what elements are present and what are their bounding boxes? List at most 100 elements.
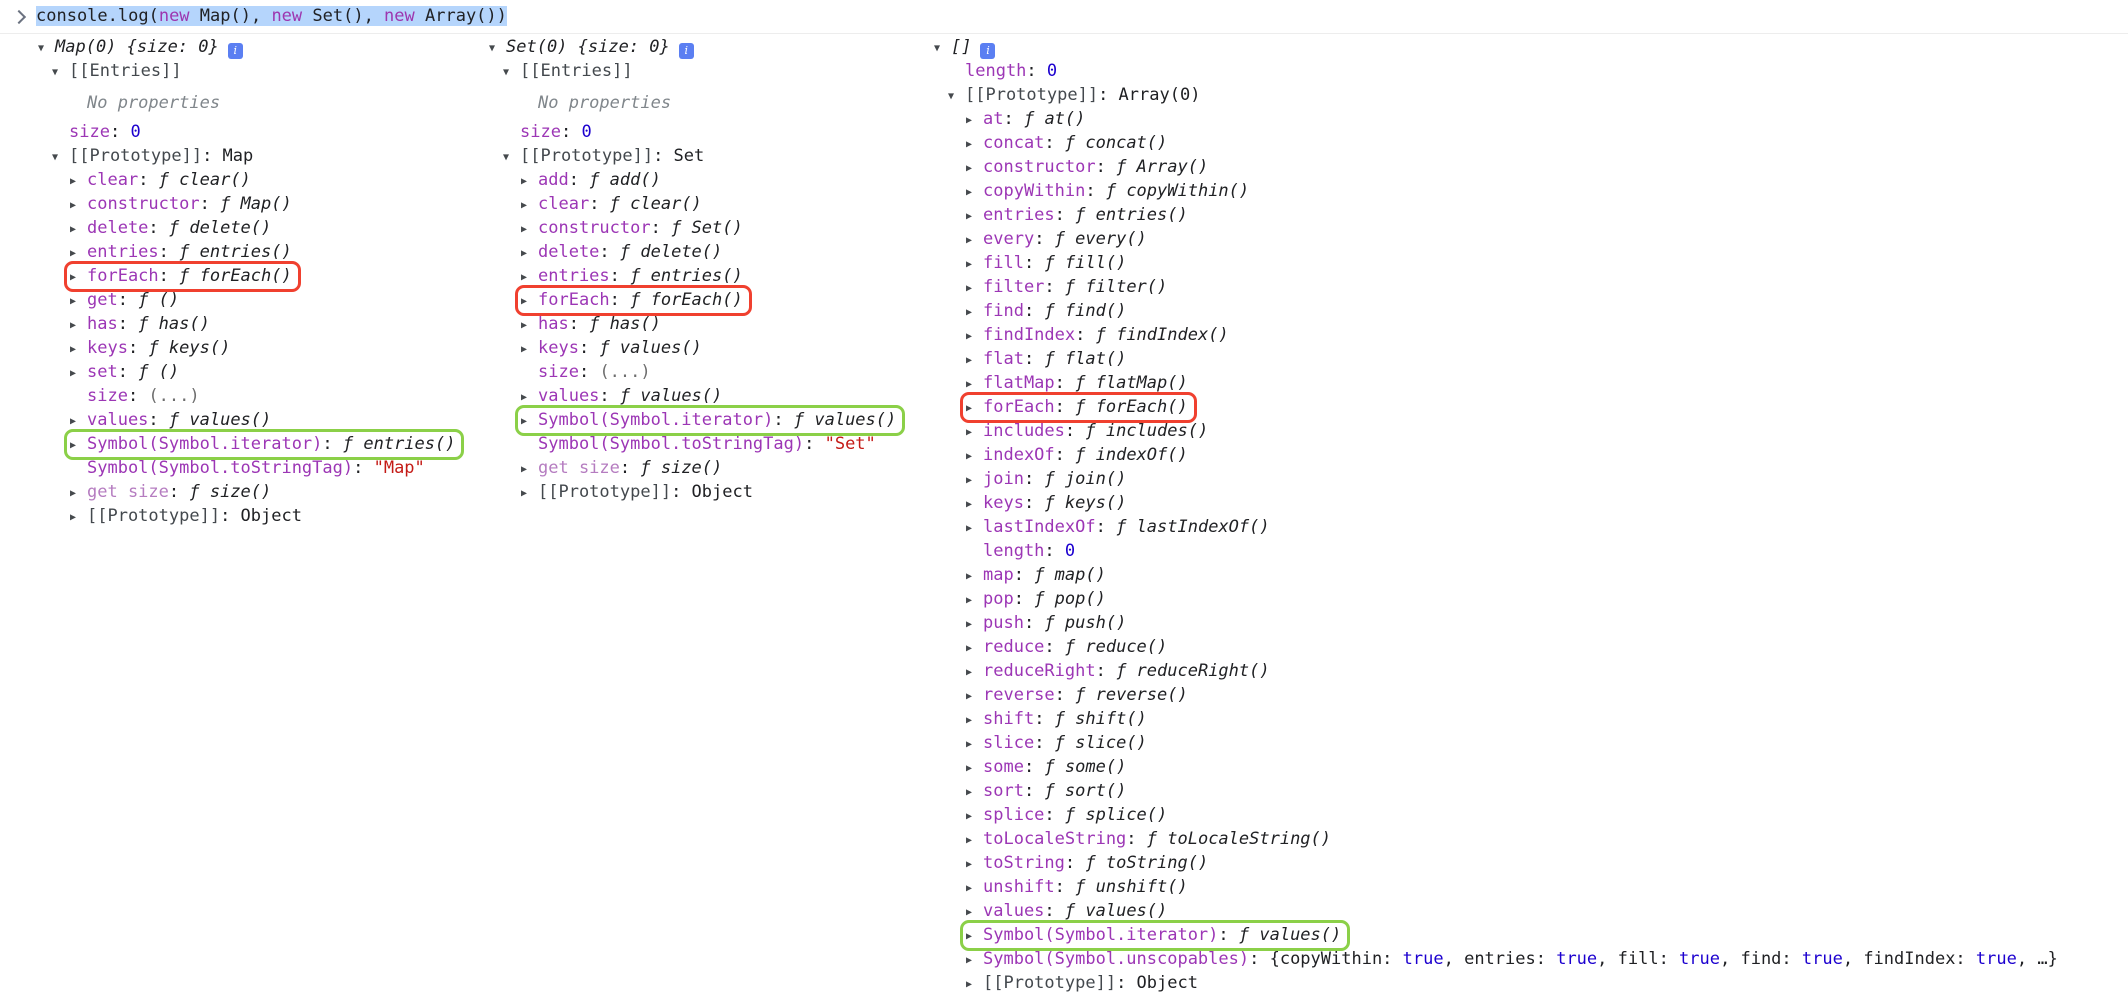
disclosure-triangle-icon[interactable]: ▶ — [521, 488, 528, 499]
disclosure-triangle-icon[interactable]: ▶ — [966, 691, 973, 702]
tree-row: ▼[[Prototype]]: Map — [38, 144, 455, 168]
punctuation: : — [109, 122, 131, 142]
disclosure-triangle-icon[interactable]: ▶ — [966, 115, 973, 126]
disclosure-triangle-icon[interactable]: ▶ — [966, 955, 973, 966]
tree-row: ▶forEach: ƒ forEach() — [489, 285, 896, 316]
disclosure-triangle-icon[interactable]: ▶ — [966, 835, 973, 846]
disclosure-triangle-icon[interactable]: ▶ — [966, 259, 973, 270]
disclosure-triangle-icon[interactable]: ▶ — [70, 248, 77, 259]
punctuation: : — [1044, 637, 1065, 657]
disclosure-triangle-icon[interactable]: ▼ — [52, 67, 59, 78]
disclosure-triangle-icon[interactable]: ▶ — [966, 643, 973, 654]
disclosure-triangle-icon[interactable]: ▶ — [966, 139, 973, 150]
row-content: ▶toString: ƒ toString() — [966, 851, 1208, 877]
disclosure-triangle-icon[interactable]: ▶ — [966, 715, 973, 726]
disclosure-triangle-icon[interactable]: ▼ — [503, 152, 510, 163]
disclosure-triangle-icon[interactable]: ▶ — [521, 200, 528, 211]
disclosure-triangle-icon[interactable]: ▶ — [521, 416, 528, 427]
punctuation: : — [609, 266, 631, 286]
disclosure-triangle-icon[interactable]: ▶ — [966, 883, 973, 894]
tree-row: ▶values: ƒ values() — [934, 899, 2058, 923]
disclosure-triangle-icon[interactable]: ▶ — [70, 416, 77, 427]
disclosure-triangle-icon[interactable]: ▶ — [966, 859, 973, 870]
disclosure-triangle-icon[interactable]: ▶ — [70, 488, 77, 499]
disclosure-triangle-icon[interactable]: ▶ — [966, 979, 973, 990]
object-preview: Set(0) {size: 0} — [506, 37, 670, 57]
disclosure-triangle-icon[interactable]: ▶ — [966, 211, 973, 222]
disclosure-triangle-icon[interactable]: ▶ — [521, 248, 528, 259]
disclosure-triangle-icon[interactable]: ▶ — [966, 523, 973, 534]
disclosure-triangle-icon[interactable]: ▶ — [521, 176, 528, 187]
disclosure-triangle-icon[interactable]: ▶ — [70, 320, 77, 331]
disclosure-triangle-icon[interactable]: ▶ — [521, 344, 528, 355]
disclosure-triangle-icon[interactable]: ▼ — [948, 91, 955, 102]
disclosure-triangle-icon[interactable]: ▶ — [521, 392, 528, 403]
disclosure-triangle-icon[interactable]: ▶ — [966, 355, 973, 366]
disclosure-triangle-icon[interactable]: ▶ — [966, 283, 973, 294]
disclosure-triangle-icon[interactable]: ▶ — [966, 331, 973, 342]
punctuation: : — [599, 386, 620, 406]
function-signature: ƒ forEach() — [179, 266, 292, 286]
row-content: ▶filter: ƒ filter() — [966, 275, 1167, 301]
function-signature: ƒ values() — [168, 410, 272, 430]
disclosure-triangle-icon[interactable]: ▶ — [966, 235, 973, 246]
disclosure-triangle-icon[interactable]: ▶ — [70, 272, 77, 283]
disclosure-triangle-icon[interactable]: ▶ — [966, 379, 973, 390]
disclosure-triangle-icon[interactable]: ▶ — [70, 344, 77, 355]
disclosure-triangle-icon[interactable]: ▶ — [966, 571, 973, 582]
disclosure-triangle-icon[interactable]: ▼ — [489, 43, 496, 54]
console-input-text[interactable]: console.log(new Map(), new Set(), new Ar… — [36, 0, 507, 33]
disclosure-triangle-icon[interactable]: ▶ — [70, 200, 77, 211]
disclosure-triangle-icon[interactable]: ▶ — [966, 307, 973, 318]
disclosure-triangle-icon[interactable]: ▶ — [70, 368, 77, 379]
tree-row: ▶reverse: ƒ reverse() — [934, 683, 2058, 707]
disclosure-triangle-icon[interactable]: ▼ — [52, 152, 59, 163]
disclosure-triangle-icon[interactable]: ▶ — [521, 224, 528, 235]
disclosure-triangle-icon[interactable]: ▶ — [70, 440, 77, 451]
punctuation: : — [148, 218, 169, 238]
object-value: Map — [222, 146, 254, 166]
disclosure-triangle-icon[interactable]: ▼ — [38, 43, 45, 54]
disclosure-triangle-icon[interactable]: ▶ — [966, 499, 973, 510]
disclosure-triangle-icon[interactable]: ▶ — [966, 595, 973, 606]
punctuation: : — [220, 506, 241, 526]
disclosure-triangle-icon[interactable]: ▶ — [70, 176, 77, 187]
property-name: length — [983, 541, 1045, 561]
disclosure-triangle-icon[interactable]: ▶ — [70, 224, 77, 235]
tree-row: size: (...) — [489, 360, 896, 384]
disclosure-triangle-icon[interactable]: ▶ — [966, 811, 973, 822]
tree-row: ▶entries: ƒ entries() — [38, 240, 455, 264]
disclosure-triangle-icon[interactable]: ▶ — [966, 667, 973, 678]
disclosure-triangle-icon[interactable]: ▶ — [521, 464, 528, 475]
disclosure-triangle-icon[interactable]: ▶ — [966, 475, 973, 486]
disclosure-triangle-icon[interactable]: ▶ — [966, 787, 973, 798]
disclosure-triangle-icon[interactable]: ▶ — [966, 907, 973, 918]
disclosure-triangle-icon[interactable]: ▼ — [503, 67, 510, 78]
row-content: ▶shift: ƒ shift() — [966, 707, 1147, 733]
getter-ellipsis-button[interactable]: (...) — [148, 386, 200, 406]
function-signature: ƒ findIndex() — [1095, 325, 1229, 345]
tree-row: ▶some: ƒ some() — [934, 755, 2058, 779]
disclosure-triangle-icon[interactable]: ▶ — [521, 296, 528, 307]
disclosure-triangle-icon[interactable]: ▼ — [934, 43, 941, 54]
number-value: 0 — [1064, 541, 1076, 561]
disclosure-triangle-icon[interactable]: ▶ — [966, 763, 973, 774]
disclosure-triangle-icon[interactable]: ▶ — [966, 739, 973, 750]
function-signature: ƒ unshift() — [1075, 877, 1188, 897]
disclosure-triangle-icon[interactable]: ▶ — [966, 187, 973, 198]
function-signature: ƒ has() — [138, 314, 210, 334]
disclosure-triangle-icon[interactable]: ▶ — [70, 296, 77, 307]
row-content: ▶get size: ƒ size() — [70, 480, 271, 506]
disclosure-triangle-icon[interactable]: ▶ — [966, 403, 973, 414]
disclosure-triangle-icon[interactable]: ▶ — [70, 512, 77, 523]
punctuation: : — [1023, 253, 1045, 273]
disclosure-triangle-icon[interactable]: ▶ — [966, 451, 973, 462]
disclosure-triangle-icon[interactable]: ▶ — [966, 619, 973, 630]
getter-ellipsis-button[interactable]: (...) — [599, 362, 651, 382]
disclosure-triangle-icon[interactable]: ▶ — [966, 163, 973, 174]
disclosure-triangle-icon[interactable]: ▶ — [521, 320, 528, 331]
disclosure-triangle-icon[interactable]: ▶ — [966, 931, 973, 942]
console-input-row[interactable]: console.log(new Map(), new Set(), new Ar… — [0, 0, 2128, 34]
disclosure-triangle-icon[interactable]: ▶ — [966, 427, 973, 438]
disclosure-triangle-icon[interactable]: ▶ — [521, 272, 528, 283]
